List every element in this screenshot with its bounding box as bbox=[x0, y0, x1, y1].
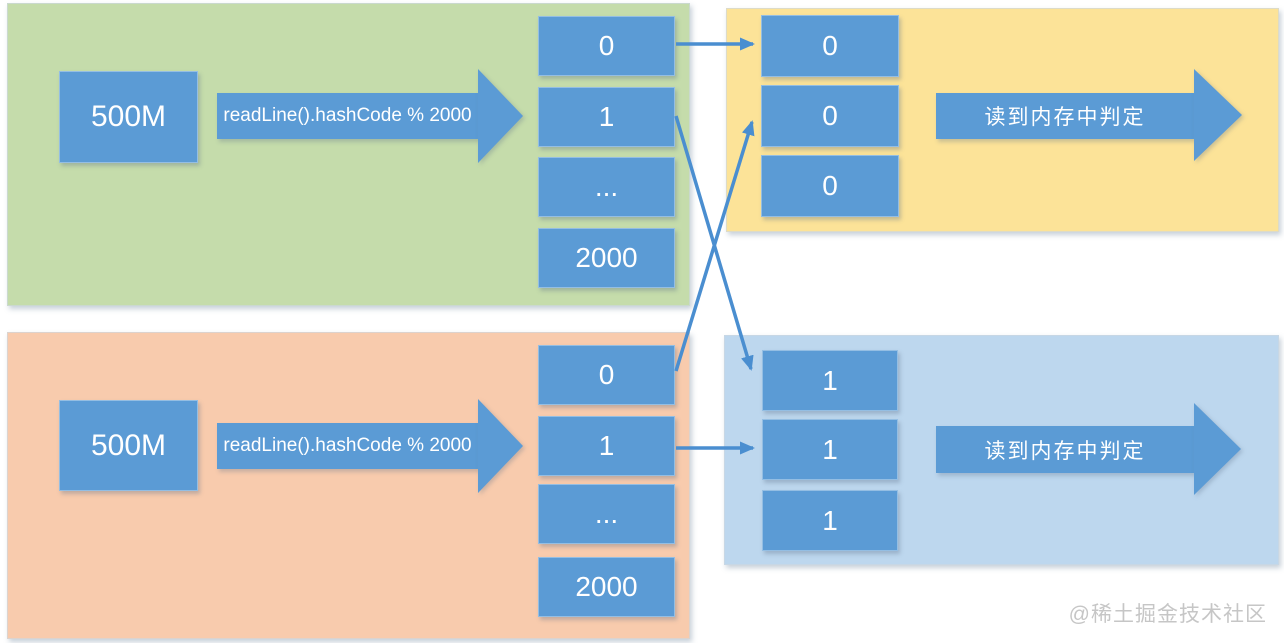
bucket-box: 2000 bbox=[538, 228, 675, 288]
bucket-label: ... bbox=[594, 498, 619, 529]
memory-item-box: 0 bbox=[761, 15, 899, 77]
bucket-box: 1 bbox=[538, 416, 675, 476]
panel-bottom-memory: 1 1 1 读到内存中判定 bbox=[724, 335, 1279, 565]
hash-arrow-label: readLine().hashCode % 2000 bbox=[223, 435, 472, 456]
memory-item-box: 1 bbox=[762, 419, 898, 480]
bucket-label: 1 bbox=[598, 430, 615, 461]
memory-item-label: 0 bbox=[822, 30, 838, 61]
memory-item-label: 1 bbox=[822, 433, 838, 465]
bucket-label: 1 bbox=[598, 101, 615, 132]
memory-item-box: 1 bbox=[762, 350, 898, 411]
hash-arrow-head-icon bbox=[478, 69, 523, 163]
memory-item-label: 0 bbox=[822, 170, 838, 201]
panel-bottom-source: 500M readLine().hashCode % 2000 0 1 ... … bbox=[7, 332, 690, 639]
source-file-label: 500M bbox=[90, 428, 167, 462]
panel-top-memory: 0 0 0 读到内存中判定 bbox=[726, 8, 1279, 232]
bucket-box: 2000 bbox=[538, 557, 675, 617]
bucket-box: 1 bbox=[538, 87, 675, 147]
hash-arrow-head-icon bbox=[478, 399, 523, 493]
bucket-label: 0 bbox=[598, 359, 615, 390]
bucket-box: ... bbox=[538, 157, 675, 217]
action-arrow-label: 读到内存中判定 bbox=[984, 106, 1146, 129]
memory-item-label: 1 bbox=[822, 504, 838, 536]
action-arrow-label: 读到内存中判定 bbox=[984, 439, 1146, 463]
bucket-label: ... bbox=[594, 171, 619, 202]
action-arrow: 读到内存中判定 bbox=[936, 93, 1194, 139]
bucket-box: 0 bbox=[538, 345, 675, 405]
hash-arrow: readLine().hashCode % 2000 bbox=[217, 93, 478, 139]
memory-item-box: 1 bbox=[762, 490, 898, 551]
bucket-label: 2000 bbox=[575, 242, 638, 273]
watermark: @稀土掘金技术社区 bbox=[1068, 603, 1267, 626]
memory-item-label: 0 bbox=[822, 100, 838, 131]
panel-top-source: 500M readLine().hashCode % 2000 0 1 ... … bbox=[7, 3, 690, 306]
bucket-label: 0 bbox=[598, 30, 615, 61]
action-arrow: 读到内存中判定 bbox=[936, 426, 1194, 473]
memory-item-box: 0 bbox=[761, 155, 899, 217]
hash-arrow-label: readLine().hashCode % 2000 bbox=[223, 105, 472, 126]
source-file-box: 500M bbox=[59, 400, 198, 491]
source-file-label: 500M bbox=[90, 100, 167, 133]
hash-arrow: readLine().hashCode % 2000 bbox=[217, 423, 478, 469]
action-arrow-head-icon bbox=[1194, 69, 1242, 161]
bucket-box: ... bbox=[538, 484, 675, 544]
bucket-label: 2000 bbox=[575, 571, 638, 602]
bucket-box: 0 bbox=[538, 16, 675, 76]
memory-item-box: 0 bbox=[761, 85, 899, 147]
action-arrow-head-icon bbox=[1194, 403, 1241, 495]
memory-item-label: 1 bbox=[822, 364, 838, 396]
source-file-box: 500M bbox=[59, 71, 198, 163]
